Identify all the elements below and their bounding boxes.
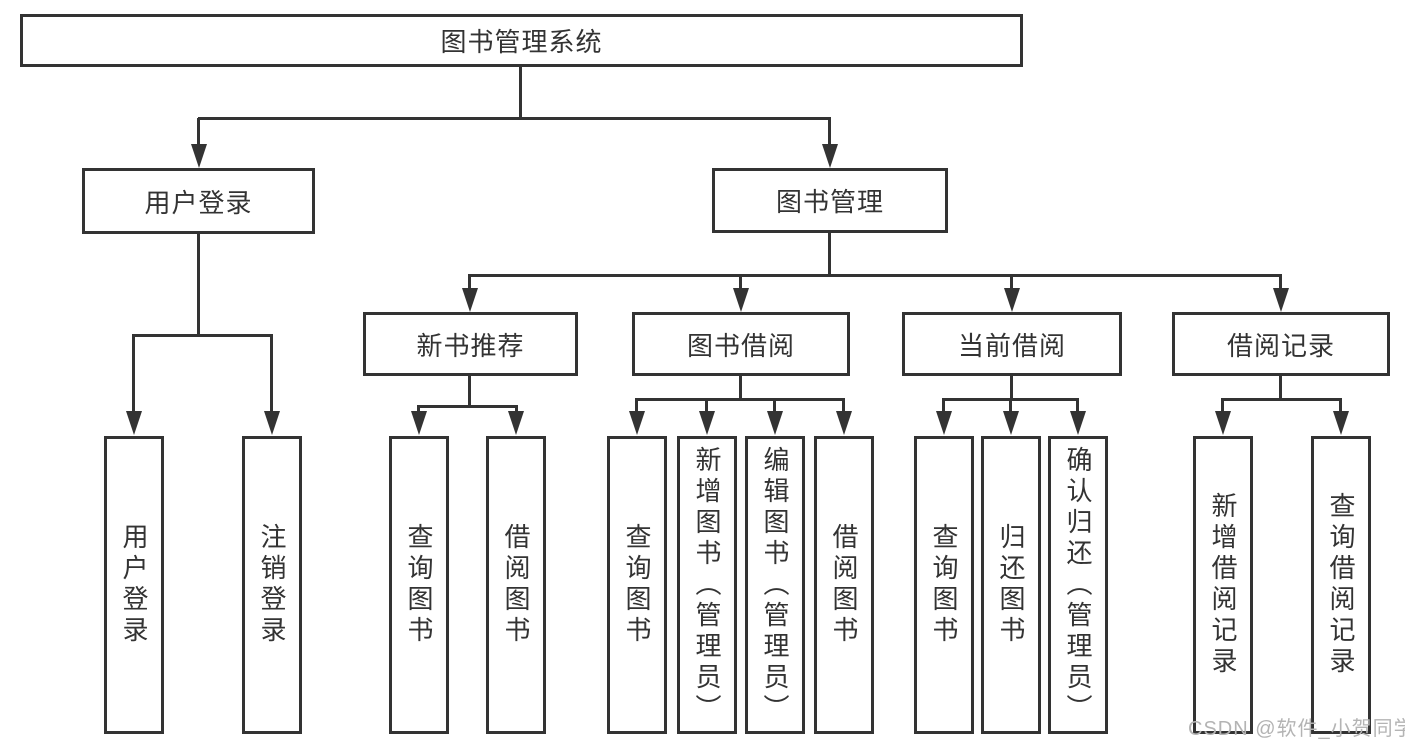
node-current-borrowing: 当前借阅 <box>902 312 1122 376</box>
arrow-down-icon <box>836 411 852 435</box>
leaf-edit-books-admin: 编辑图书（管理员） <box>745 436 805 734</box>
leaf-label: 确认归还（管理员） <box>1063 445 1093 725</box>
leaf-label: 新增借阅记录 <box>1208 492 1238 678</box>
arrow-down-icon <box>462 288 478 312</box>
arrow-down-icon <box>191 144 207 168</box>
leaf-label: 借阅图书 <box>829 523 859 647</box>
node-label: 图书借阅 <box>686 330 795 361</box>
connector-to-leaf <box>942 398 945 413</box>
arrow-down-icon <box>411 411 427 435</box>
leaf-label: 新增图书（管理员） <box>692 445 722 725</box>
node-label: 借阅记录 <box>1226 330 1335 361</box>
node-label: 图书管理 <box>775 187 884 217</box>
connector-to-leaf <box>773 398 776 413</box>
arrow-down-icon <box>126 411 142 435</box>
node-label: 当前借阅 <box>957 330 1066 361</box>
leaf-query-borrow-record: 查询借阅记录 <box>1311 436 1371 734</box>
connector-to-leaf <box>1076 398 1079 413</box>
arrow-down-icon <box>508 411 524 435</box>
connector-user-login-stem <box>197 234 200 336</box>
connector-to-leaf <box>1339 398 1342 413</box>
leaf-label: 用户登录 <box>119 523 149 647</box>
connector-to-leaf <box>417 405 420 413</box>
leaf-user-login: 用户登录 <box>104 436 164 734</box>
leaf-label: 查询借阅记录 <box>1326 492 1356 678</box>
leaf-label: 查询图书 <box>622 523 652 647</box>
connector-to-leaf <box>635 398 638 413</box>
leaf-label: 查询图书 <box>929 523 959 647</box>
leaf-add-books-admin: 新增图书（管理员） <box>677 436 737 734</box>
connector-to-current-borrowing <box>1010 274 1013 290</box>
connector-recommendation-stem <box>468 376 471 407</box>
arrow-down-icon <box>1004 288 1020 312</box>
csdn-watermark: CSDN @软件_小贺同学 <box>1188 718 1405 740</box>
leaf-query-books-recommend: 查询图书 <box>389 436 449 734</box>
connector-root-stem <box>519 67 522 118</box>
leaf-borrow-books: 借阅图书 <box>814 436 874 734</box>
leaf-label: 查询图书 <box>404 523 434 647</box>
arrow-down-icon <box>1215 411 1231 435</box>
arrow-down-icon <box>699 411 715 435</box>
connector-borrowing-stem <box>739 376 742 400</box>
leaf-label: 编辑图书（管理员） <box>760 445 790 725</box>
connector-to-borrowing-records <box>1279 274 1282 290</box>
node-user-login: 用户登录 <box>82 168 315 234</box>
connector-to-new-book-recommendation <box>468 274 471 290</box>
node-book-management: 图书管理 <box>712 168 948 233</box>
arrow-down-icon <box>822 144 838 168</box>
arrow-down-icon <box>936 411 952 435</box>
leaf-label: 归还图书 <box>996 523 1026 647</box>
connector-to-leaf-logout <box>270 334 273 413</box>
connector-to-leaf <box>515 405 518 413</box>
connector-to-user-login <box>197 118 200 146</box>
leaf-logout-login: 注销登录 <box>242 436 302 734</box>
arrow-down-icon <box>1070 411 1086 435</box>
connector-records-bus <box>1221 398 1342 401</box>
connector-to-leaf <box>1221 398 1224 413</box>
connector-to-book-borrowing <box>739 274 742 290</box>
connector-to-book-management <box>828 118 831 146</box>
leaf-query-books-borrowing: 查询图书 <box>607 436 667 734</box>
connector-recommendation-bus <box>417 405 518 408</box>
leaf-label: 注销登录 <box>257 523 287 647</box>
arrow-down-icon <box>264 411 280 435</box>
connector-to-leaf <box>1009 398 1012 413</box>
connector-level1-bus <box>198 117 831 120</box>
connector-current-stem <box>1010 376 1013 400</box>
connector-user-login-bus <box>132 334 273 337</box>
arrow-down-icon <box>733 288 749 312</box>
connector-records-stem <box>1279 376 1282 400</box>
node-book-borrowing: 图书借阅 <box>632 312 850 376</box>
node-borrowing-records: 借阅记录 <box>1172 312 1390 376</box>
leaf-confirm-return-admin: 确认归还（管理员） <box>1048 436 1108 734</box>
connector-to-leaf-user-login <box>132 334 135 413</box>
connector-borrowing-bus <box>635 398 845 401</box>
arrow-down-icon <box>629 411 645 435</box>
node-label: 图书管理系统 <box>440 27 603 57</box>
arrow-down-icon <box>1003 411 1019 435</box>
node-new-book-recommendation: 新书推荐 <box>363 312 578 376</box>
leaf-borrow-books-recommend: 借阅图书 <box>486 436 546 734</box>
leaf-query-books-current: 查询图书 <box>914 436 974 734</box>
node-label: 用户登录 <box>144 187 253 218</box>
leaf-add-borrow-record: 新增借阅记录 <box>1193 436 1253 734</box>
node-label: 新书推荐 <box>416 330 525 361</box>
connector-book-management-stem <box>828 233 831 276</box>
node-library-management-system: 图书管理系统 <box>20 14 1023 67</box>
arrow-down-icon <box>1273 288 1289 312</box>
leaf-return-books: 归还图书 <box>981 436 1041 734</box>
connector-to-leaf <box>842 398 845 413</box>
arrow-down-icon <box>767 411 783 435</box>
arrow-down-icon <box>1333 411 1349 435</box>
connector-level2-bus <box>468 274 1282 277</box>
connector-to-leaf <box>705 398 708 413</box>
leaf-label: 借阅图书 <box>501 523 531 647</box>
